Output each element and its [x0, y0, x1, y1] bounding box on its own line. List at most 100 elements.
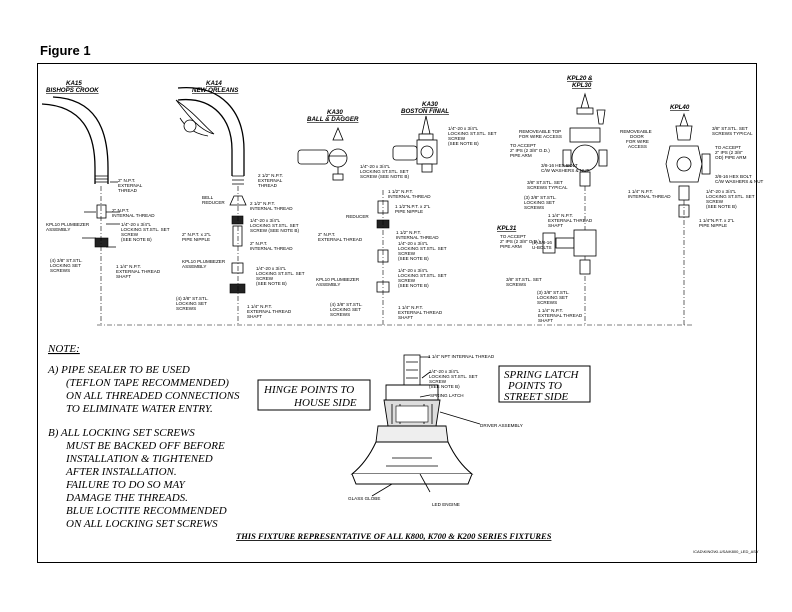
- detail-globe-base: [351, 473, 473, 485]
- kpl20-top: [569, 127, 601, 143]
- callout: 1 1/4" NPT INTERNAL THREAD: [428, 354, 495, 359]
- callout: LED ENGINE: [432, 502, 460, 507]
- hinge-line2: HOUSE SIDE: [293, 397, 357, 409]
- notes-block: NOTE: A) PIPE SEALER TO BE USED (TEFLON …: [47, 343, 242, 530]
- ka14-nut1: [231, 215, 244, 225]
- kpl20-finial: [580, 92, 590, 109]
- kpl40-assembly: [665, 112, 711, 325]
- ka30a-arm: [297, 149, 329, 165]
- kpl40-side: [701, 153, 711, 175]
- plumbezer: [96, 204, 107, 219]
- hinge-box: HINGE POINTS TO HOUSE SIDE: [257, 379, 371, 411]
- hinge-line1: HINGE POINTS TO: [263, 384, 354, 396]
- crook-arm: [41, 96, 109, 184]
- ka14-name: NEW ORLEANS: [192, 87, 239, 94]
- note-a: A) PIPE SEALER TO BE USED (TEFLON TAPE R…: [47, 364, 242, 415]
- ka15-name: BISHOPS CROOK: [46, 87, 99, 94]
- kpl40-collar: [678, 185, 690, 201]
- ka30b-arm: [392, 145, 418, 161]
- figure-title: Figure 1: [40, 43, 91, 58]
- callout: 1 1/4" N.P.T.INTERNAL THREAD: [628, 189, 671, 199]
- ka30-stack: [376, 190, 390, 325]
- detail-ring: [375, 425, 449, 443]
- kpl40-body: [665, 145, 703, 183]
- finial-body: [416, 139, 438, 165]
- ka14-threads: [232, 175, 244, 185]
- ka14-scroll-ring: [183, 119, 197, 133]
- kpl20-name: KPL30: [572, 82, 592, 89]
- spring-box: SPRING LATCH POINTS TO STREET SIDE: [498, 365, 591, 403]
- file-path: \CAD\KING\KI-USA\K800_LED_ASY: [693, 549, 759, 554]
- ka14-code: KA14: [206, 80, 222, 87]
- kpl20-arm: [562, 149, 572, 167]
- ball: [328, 148, 348, 168]
- callout: GLASS GLOBE: [348, 496, 380, 501]
- ka30a-code: KA30: [327, 109, 343, 116]
- ka30b-code: KA30: [422, 101, 438, 108]
- callout: SPRING LATCH: [430, 393, 464, 398]
- dagger-tip: [332, 126, 344, 141]
- kpl20-code: KPL20 &: [567, 75, 593, 82]
- ka15-code: KA15: [66, 80, 82, 87]
- ka30a-assembly: [297, 126, 348, 181]
- drawing-frame: [37, 63, 757, 563]
- kpl40-cap: [675, 125, 693, 141]
- kpl20-arm-right: [598, 149, 608, 167]
- ka14-assembly: [175, 87, 247, 325]
- callout: 2" N.P.T.INTERNAL THREAD: [112, 208, 155, 218]
- ka15-leaders: [82, 181, 120, 248]
- finial-tip: [421, 115, 431, 135]
- kpl31-collar: [579, 259, 591, 275]
- callout: 2" N.P.T.INTERNAL THREAD: [250, 241, 293, 251]
- spring-line1: SPRING LATCH: [504, 369, 580, 381]
- finial-ring: [420, 145, 434, 159]
- ka30a-name: BALL & DAGGER: [307, 116, 359, 123]
- ka30b-collar: [421, 163, 433, 173]
- notes-heading: NOTE:: [47, 343, 80, 355]
- kpl31-assembly: [542, 229, 597, 275]
- kpl40-code: KPL40: [670, 104, 690, 111]
- detail-leaders: [371, 356, 481, 497]
- ka14-arm: [177, 87, 245, 176]
- ka14-scroll: [175, 99, 215, 137]
- kpl40-finial: [679, 112, 689, 127]
- ka15-assembly: [41, 96, 120, 325]
